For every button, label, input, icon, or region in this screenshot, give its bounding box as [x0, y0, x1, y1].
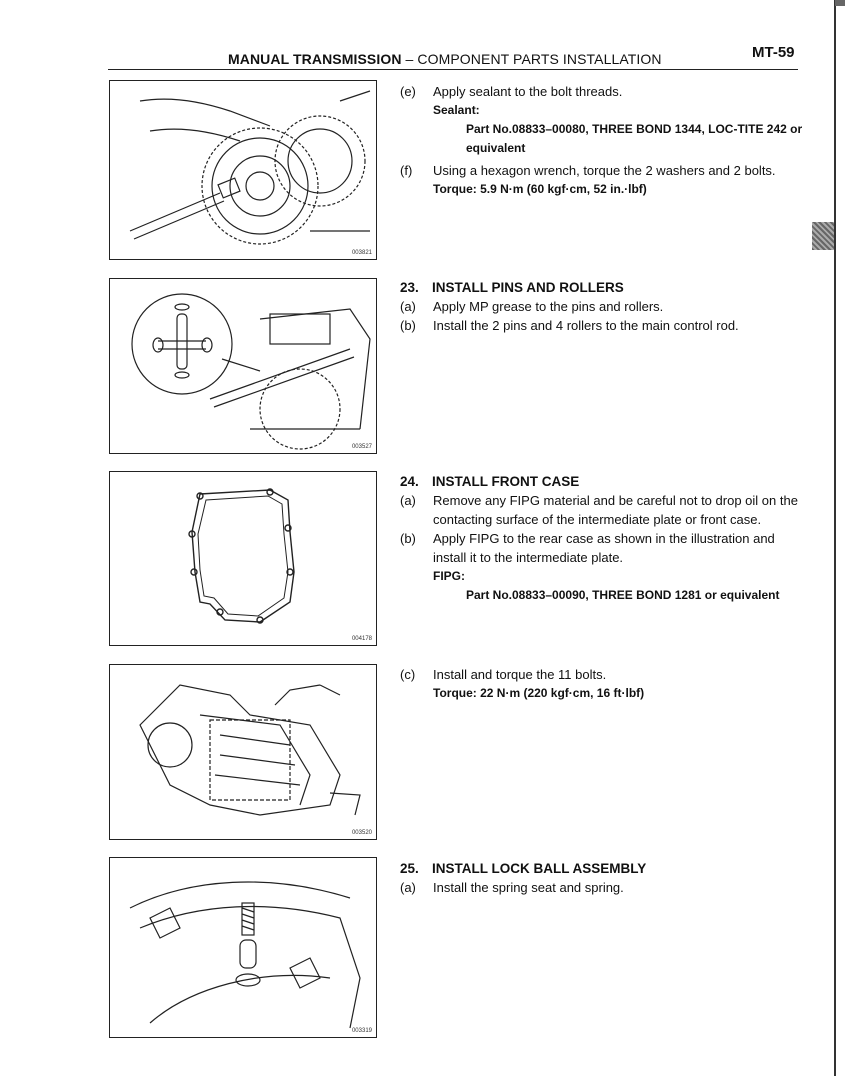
section-sealant-torque: (e) Apply sealant to the bolt threads. S…	[400, 82, 805, 199]
section-number: 23.	[400, 280, 419, 295]
section-heading: 24. INSTALL FRONT CASE	[400, 472, 805, 491]
step-label: (b)	[400, 318, 416, 333]
sealant-part-number: Part No.08833–00080, THREE BOND 1344, LO…	[466, 122, 803, 155]
step-a: (a) Remove any FIPG material and be care…	[400, 491, 805, 529]
illustration-transmission	[139, 684, 361, 816]
page-edge-mark	[835, 0, 845, 6]
torque-spec: Torque: 5.9 N·m (60 kgf·cm, 52 in.·lbf)	[433, 182, 647, 196]
section-heading: 25. INSTALL LOCK BALL ASSEMBLY	[400, 859, 805, 878]
step-text: Install the spring seat and spring.	[433, 880, 624, 895]
figure-code: 003821	[351, 250, 372, 256]
step-text: Install and torque the 11 bolts.	[433, 667, 607, 682]
section-heading: 23. INSTALL PINS AND ROLLERS	[400, 278, 805, 297]
step-label: (c)	[400, 667, 416, 682]
step-text: Apply FIPG to the rear case as shown in …	[433, 531, 775, 565]
figure-code: 003520	[351, 830, 372, 836]
step-label: (a)	[400, 880, 416, 895]
step-label: (e)	[400, 84, 416, 99]
figure-lock-ball: 003319	[109, 857, 377, 1038]
step-a: (a) Install the spring seat and spring.	[400, 878, 805, 897]
step-a: (a) Apply MP grease to the pins and roll…	[400, 297, 805, 316]
page-number: MT-59	[752, 44, 795, 61]
fipg-label: FIPG:	[433, 569, 465, 583]
figure-hex-wrench: 003821	[109, 80, 377, 260]
step-label: (f)	[400, 163, 413, 178]
header-subtitle: COMPONENT PARTS INSTALLATION	[417, 51, 662, 67]
step-text: Apply MP grease to the pins and rollers.	[433, 299, 664, 314]
header-title: MANUAL TRANSMISSION	[228, 51, 402, 67]
figure-front-case: 004178	[109, 471, 377, 646]
illustration-lock-ball	[129, 881, 361, 1029]
step-text: Using a hexagon wrench, torque the 2 was…	[433, 163, 776, 178]
sealant-label: Sealant:	[433, 103, 480, 117]
figure-code: 004178	[351, 636, 372, 642]
figure-pins-rollers: 003527	[109, 278, 377, 454]
step-e: (e) Apply sealant to the bolt threads.	[400, 82, 805, 101]
section-title: INSTALL PINS AND ROLLERS	[432, 280, 624, 295]
fipg-part-number: Part No.08833–00090, THREE BOND 1281 or …	[466, 588, 780, 602]
torque-spec: Torque: 22 N·m (220 kgf·cm, 16 ft·lbf)	[433, 686, 645, 700]
page-header-title: MANUAL TRANSMISSION – COMPONENT PARTS IN…	[228, 51, 662, 67]
section-install-pins-rollers: 23. INSTALL PINS AND ROLLERS (a) Apply MP…	[400, 278, 805, 335]
section-tab-marker	[812, 222, 834, 250]
step-b: (b) Install the 2 pins and 4 rollers to …	[400, 316, 805, 335]
step-c: (c) Install and torque the 11 bolts.	[400, 665, 805, 684]
step-label: (b)	[400, 531, 416, 546]
section-title: INSTALL LOCK BALL ASSEMBLY	[432, 861, 647, 876]
step-text: Install the 2 pins and 4 rollers to the …	[433, 318, 739, 333]
section-install-front-case: 24. INSTALL FRONT CASE (a) Remove any FIP…	[400, 472, 805, 605]
step-label: (a)	[400, 299, 416, 314]
step-text: Apply sealant to the bolt threads.	[433, 84, 623, 99]
section-title: INSTALL FRONT CASE	[432, 474, 580, 489]
figure-code: 003319	[351, 1028, 372, 1034]
section-number: 25.	[400, 861, 419, 876]
header-dash: –	[401, 51, 418, 67]
step-label: (a)	[400, 493, 416, 508]
page-edge-line	[834, 0, 836, 1076]
section-install-bolts: (c) Install and torque the 11 bolts. Tor…	[400, 665, 805, 703]
section-number: 24.	[400, 474, 419, 489]
step-text: Remove any FIPG material and be careful …	[433, 493, 798, 527]
illustration-pins-rollers	[131, 293, 371, 450]
section-install-lock-ball: 25. INSTALL LOCK BALL ASSEMBLY (a) Instal…	[400, 859, 805, 897]
figure-code: 003527	[351, 444, 372, 450]
step-b: (b) Apply FIPG to the rear case as shown…	[400, 529, 805, 567]
illustration-fipg-outline	[188, 488, 295, 624]
step-f: (f) Using a hexagon wrench, torque the 2…	[400, 161, 805, 180]
illustration-gears-wrench	[129, 90, 371, 245]
figure-transmission-bolts: 003520	[109, 664, 377, 840]
header-rule	[108, 69, 798, 70]
